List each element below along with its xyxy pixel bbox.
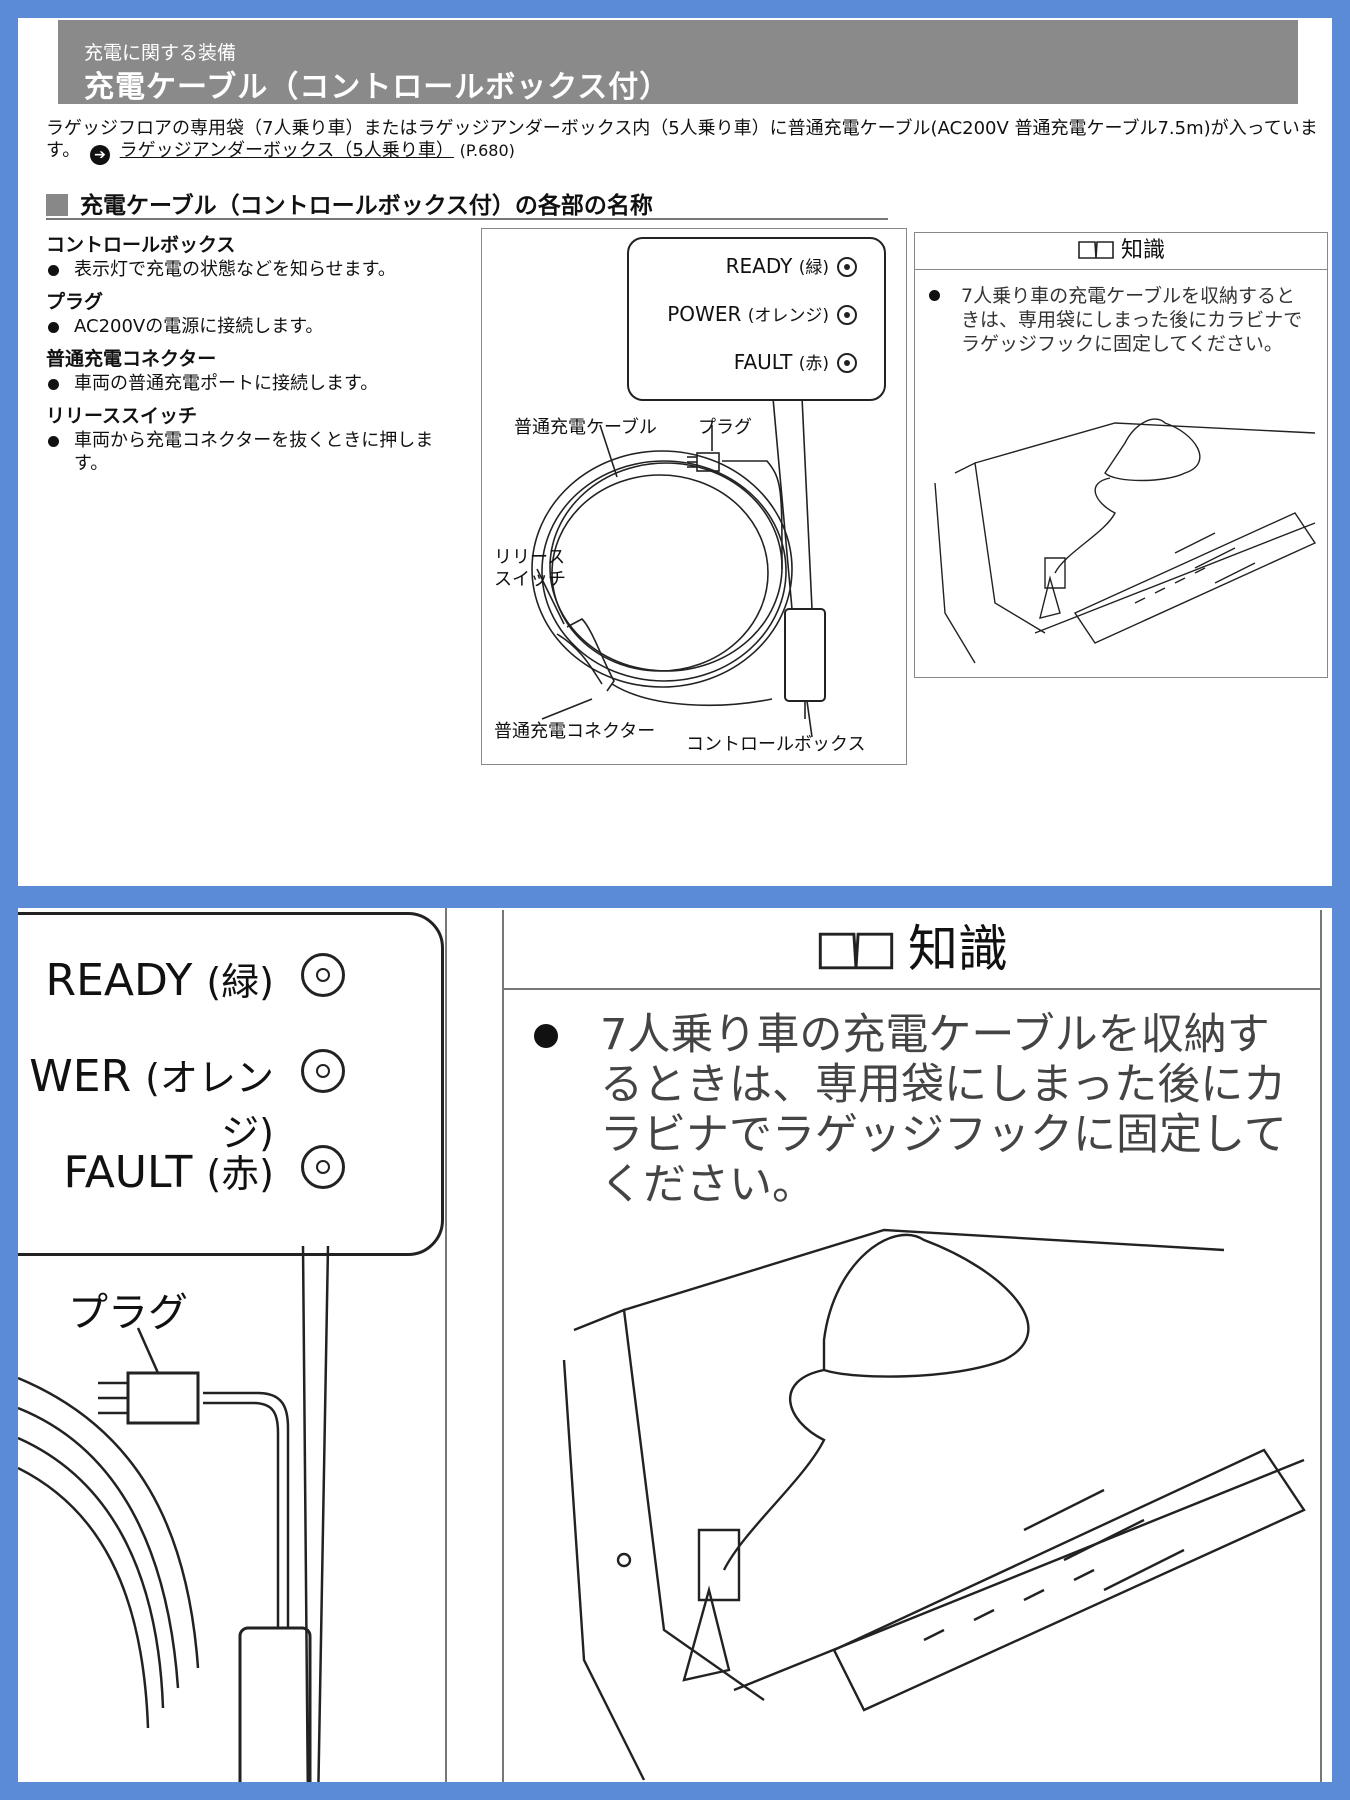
zoom-lamp-label-ready: READY	[45, 955, 193, 1006]
bullet-icon	[48, 265, 59, 276]
part-name: 普通充電コネクター	[46, 348, 217, 370]
callout-connector: 普通充電コネクター	[494, 721, 656, 742]
reference-page: (P.680)	[459, 141, 515, 160]
part-name: リリーススイッチ	[46, 405, 198, 427]
reference-link[interactable]: ラゲッジアンダーボックス（5人乗り車）	[119, 140, 454, 161]
knowledge-text: 7人乗り車の充電ケーブルを収納するときは、専用袋にしまった後にカラビナでラゲッジ…	[961, 285, 1303, 355]
part-desc: AC200Vの電源に接続します。	[74, 316, 324, 337]
heading-square-icon	[46, 194, 68, 216]
callout-cable: 普通充電ケーブル	[514, 417, 657, 438]
zoom-lamp-label-fault: FAULT	[63, 1147, 193, 1198]
part-desc: 表示灯で充電の状態などを知らせます。	[74, 259, 396, 280]
header-category: 充電に関する装備	[84, 42, 237, 64]
part-item: プラグ AC200Vの電源に接続します。	[46, 289, 466, 338]
page-title: 充電ケーブル（コントロールボックス付）	[84, 70, 671, 105]
book-icon	[1078, 241, 1114, 259]
page-header: 充電に関する装備 充電ケーブル（コントロールボックス付）	[58, 20, 1298, 105]
parts-list: コントロールボックス 表示灯で充電の状態などを知らせます。 プラグ AC200V…	[46, 232, 466, 483]
zoom-lamp-label-power: WER	[29, 1051, 132, 1102]
zoom-luggage-hook-illustration	[562, 1228, 1306, 1781]
power-lamp-icon	[837, 305, 857, 325]
bullet-icon	[48, 436, 59, 447]
zoom-knowledge-text: 7人乗り車の充電ケーブルを収納するときは、専用袋にしまった後にカラビナでラゲッジ…	[600, 1010, 1287, 1210]
bullet-icon	[534, 1024, 558, 1048]
lamp-color-ready: (緑)	[798, 258, 829, 278]
intro-paragraph: ラゲッジフロアの専用袋（7人乗り車）またはラゲッジアンダーボックス内（5人乗り車…	[46, 118, 1332, 165]
section-heading-text: 充電ケーブル（コントロールボックス付）の各部の名称	[80, 193, 653, 219]
part-desc: 車両から充電コネクターを抜くときに押します。	[74, 430, 434, 474]
zoom-power-lamp-icon	[301, 1049, 345, 1093]
cable-diagram: READY (緑) POWER (オレンジ) FAULT (赤) 普通充電ケーブ…	[481, 228, 907, 765]
part-name: プラグ	[46, 291, 104, 313]
knowledge-box: 知識 7人乗り車の充電ケーブルを収納するときは、専用袋にしまった後にカラビナでラ…	[914, 232, 1328, 678]
lamp-color-power: (オレンジ)	[747, 306, 829, 326]
bullet-icon	[929, 290, 940, 301]
luggage-hook-illustration	[934, 418, 1317, 664]
zoom-fault-lamp-icon	[301, 1145, 345, 1189]
zoom-lamp-color-ready: (緑)	[206, 960, 274, 1004]
zoom-ready-lamp-icon	[301, 953, 345, 997]
part-item: 普通充電コネクター 車両の普通充電ポートに接続します。	[46, 346, 466, 395]
zoom-knowledge-box: 知識 7人乗り車の充電ケーブルを収納するときは、専用袋にしまった後にカラビナでラ…	[502, 910, 1322, 1782]
zoom-plug-label: プラグ	[68, 1290, 188, 1336]
ready-lamp-icon	[837, 257, 857, 277]
divider	[445, 908, 447, 1782]
zoom-indicator-panel: READY (緑) WER (オレンジ) FAULT (赤)	[18, 912, 444, 1256]
fault-lamp-icon	[837, 353, 857, 373]
intro-text: ラゲッジフロアの専用袋（7人乗り車）またはラゲッジアンダーボックス内（5人乗り車…	[46, 118, 1318, 161]
zoom-plug-illustration	[18, 1245, 330, 1782]
callout-plug: プラグ	[698, 417, 752, 438]
zoom-knowledge-title: 知識	[908, 920, 1008, 978]
lamp-label-fault: FAULT	[733, 350, 793, 374]
bullet-icon	[48, 379, 59, 390]
knowledge-title: 知識	[1120, 238, 1165, 263]
manual-page: 充電に関する装備 充電ケーブル（コントロールボックス付） ラゲッジフロアの専用袋…	[18, 18, 1332, 886]
bullet-icon	[48, 322, 59, 333]
lamp-label-ready: READY	[725, 254, 793, 278]
zoom-book-icon	[818, 932, 894, 970]
zoom-lamp-color-fault: (赤)	[206, 1152, 274, 1196]
lamp-color-fault: (赤)	[798, 354, 829, 374]
part-desc: 車両の普通充電ポートに接続します。	[74, 373, 379, 394]
part-item: リリーススイッチ 車両から充電コネクターを抜くときに押します。	[46, 403, 466, 475]
lamp-label-power: POWER	[667, 302, 742, 326]
cable-illustration	[531, 386, 826, 738]
part-item: コントロールボックス 表示灯で充電の状態などを知らせます。	[46, 232, 466, 281]
zoom-lamp-color-power: (オレンジ)	[145, 1056, 274, 1155]
arrow-right-circle-icon: ➔	[89, 145, 110, 165]
callout-release-switch: リリース スイッチ	[494, 547, 566, 590]
section-heading: 充電ケーブル（コントロールボックス付）の各部の名称	[46, 184, 888, 220]
indicator-panel: READY (緑) POWER (オレンジ) FAULT (赤)	[627, 237, 886, 401]
part-name: コントロールボックス	[46, 234, 236, 256]
callout-control-box: コントロールボックス	[686, 734, 866, 755]
zoomed-view: READY (緑) WER (オレンジ) FAULT (赤) プラグ 知	[18, 908, 1332, 1782]
